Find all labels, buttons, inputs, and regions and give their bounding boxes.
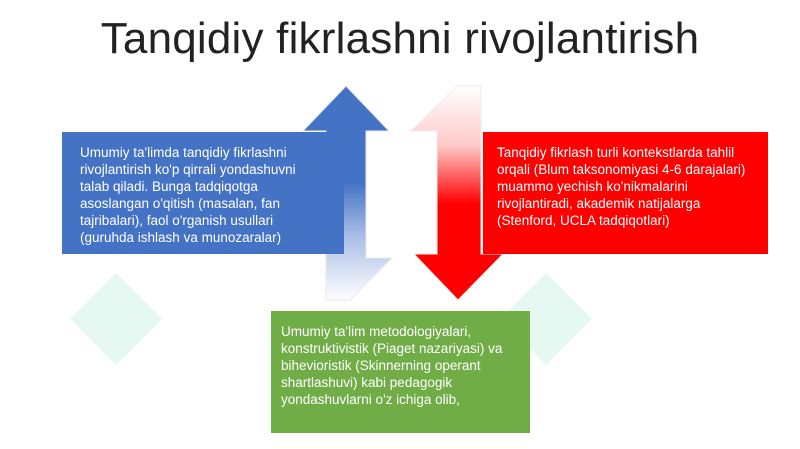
watermark-mark: ◆ [70,242,163,376]
text-box-bottom: Umumiy ta'lim metodologiyalari, konstruk… [271,311,530,433]
down-arrow [409,85,505,301]
text-box-right: Tanqidiy fikrlash turli kontekstlarda ta… [483,132,768,254]
slide-title: Tanqidiy fikrlashni rivojlantirish [100,14,700,63]
text-box-left: Umumiy ta'limda tanqidiy fikrlashni rivo… [62,132,344,254]
up-arrow [301,85,394,301]
